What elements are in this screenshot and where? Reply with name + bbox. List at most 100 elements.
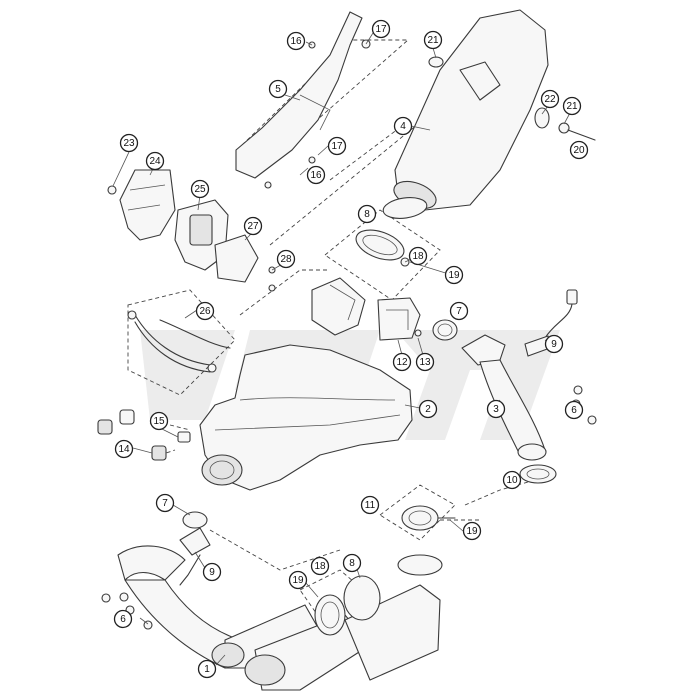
callout-circle <box>286 31 306 51</box>
callout-number: 8 <box>349 558 355 569</box>
callout-17: 17 <box>327 136 347 156</box>
callout-16: 16 <box>286 31 306 51</box>
callout-circle <box>540 89 560 109</box>
callout-number: 7 <box>456 306 462 317</box>
oxygen-sensor-upper <box>524 289 578 357</box>
callout-number: 8 <box>364 209 370 220</box>
callout-circle <box>415 352 435 372</box>
clamp-upper <box>355 229 405 261</box>
support-bracket <box>214 234 259 283</box>
muffler <box>393 9 596 211</box>
callout-circle <box>342 553 362 573</box>
callout-circle <box>113 609 133 629</box>
callout-25: 25 <box>190 179 210 199</box>
callout-7: 7 <box>155 493 175 513</box>
gasket-upper <box>382 197 428 219</box>
callout-number: 18 <box>412 251 424 262</box>
callout-number: 20 <box>573 145 585 156</box>
callout-number: 23 <box>123 138 135 149</box>
callout-circle <box>310 556 330 576</box>
callout-circle <box>423 30 443 50</box>
exhaust-valve-actuator <box>174 199 229 271</box>
callout-number: 28 <box>280 254 292 265</box>
callout-number: 13 <box>419 357 431 368</box>
callout-26: 26 <box>195 301 215 321</box>
callout-number: 19 <box>448 270 460 281</box>
callout-circle <box>462 521 482 541</box>
callout-circle <box>371 19 391 39</box>
callout-circle <box>197 659 217 679</box>
callout-15: 15 <box>149 411 169 431</box>
callout-circle <box>408 246 428 266</box>
callout-16: 16 <box>306 165 326 185</box>
callout-number: 15 <box>153 416 165 427</box>
mounting-bracket-12 <box>377 297 421 341</box>
callout-number: 19 <box>292 575 304 586</box>
heat-shield-upper <box>235 11 363 179</box>
callout-number: 11 <box>365 500 376 511</box>
callout-4: 4 <box>393 116 413 136</box>
callout-circle <box>502 470 522 490</box>
callout-number: 1 <box>204 664 210 675</box>
gasket-7-upper <box>432 319 458 341</box>
callout-circle <box>569 140 589 160</box>
callout-6: 6 <box>113 609 133 629</box>
callout-21: 21 <box>423 30 443 50</box>
callout-circle <box>392 352 412 372</box>
callout-number: 24 <box>149 156 161 167</box>
callout-number: 16 <box>310 170 322 181</box>
callout-number: 5 <box>275 84 281 95</box>
catalytic-chamber <box>199 277 413 491</box>
callout-number: 17 <box>331 141 343 152</box>
callout-5: 5 <box>268 79 288 99</box>
callout-circle <box>119 133 139 153</box>
callout-22: 22 <box>540 89 560 109</box>
callout-number: 2 <box>425 404 431 415</box>
callout-19: 19 <box>288 570 308 590</box>
header-pipe-3 <box>461 334 547 461</box>
callout-19: 19 <box>444 265 464 285</box>
callout-number: 6 <box>571 405 577 416</box>
callout-number: 27 <box>247 221 259 232</box>
callout-number: 12 <box>396 357 408 368</box>
gasket-10 <box>519 464 557 484</box>
callout-6: 6 <box>564 400 584 420</box>
callout-20: 20 <box>569 140 589 160</box>
callout-circle <box>393 116 413 136</box>
callout-number: 25 <box>194 184 206 195</box>
clamp-18-lower <box>314 594 346 636</box>
clamp-11 <box>397 505 456 576</box>
callout-8: 8 <box>357 204 377 224</box>
callout-8: 8 <box>342 553 362 573</box>
callout-circle <box>449 301 469 321</box>
callout-7: 7 <box>449 301 469 321</box>
callout-23: 23 <box>119 133 139 153</box>
callout-circle <box>268 79 288 99</box>
callout-24: 24 <box>145 151 165 171</box>
callout-number: 21 <box>427 35 439 46</box>
callout-circle <box>190 179 210 199</box>
callout-number: 19 <box>466 526 478 537</box>
callout-11: 11 <box>360 495 380 515</box>
callout-circle <box>357 204 377 224</box>
nuts-lower <box>101 592 153 630</box>
callout-12: 12 <box>392 352 412 372</box>
callout-2: 2 <box>418 399 438 419</box>
callout-circle <box>306 165 326 185</box>
callout-number: 10 <box>506 475 518 486</box>
callout-17: 17 <box>371 19 391 39</box>
callout-number: 18 <box>314 561 326 572</box>
gasket-7-lower <box>182 511 208 529</box>
callout-circle <box>149 411 169 431</box>
rubber-mounts <box>97 409 191 461</box>
callout-circle <box>444 265 464 285</box>
callout-18: 18 <box>310 556 330 576</box>
gasket-8-lower <box>343 575 381 621</box>
callout-circle <box>114 439 134 459</box>
callout-19: 19 <box>462 521 482 541</box>
callout-circle <box>276 249 296 269</box>
header-manifold <box>117 545 441 691</box>
